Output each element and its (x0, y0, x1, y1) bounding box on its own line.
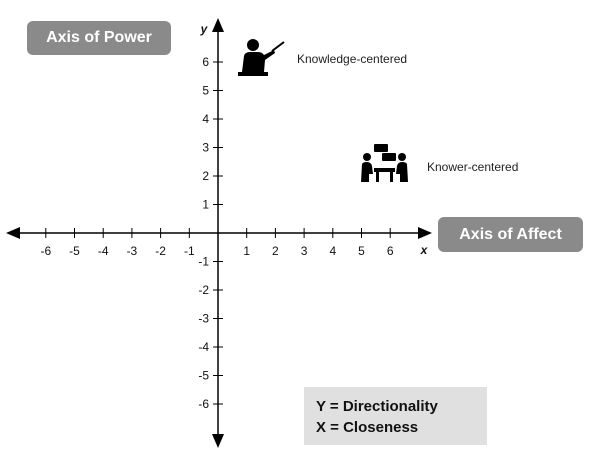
x-tick-label: -6 (40, 244, 51, 258)
y-tick-label: -5 (198, 369, 209, 383)
x-tick-label: -3 (127, 244, 138, 258)
legend-y-line: Y = Directionality (316, 398, 438, 415)
axis-of-affect-badge: Axis of Affect (438, 217, 583, 252)
y-tick-label: 4 (202, 112, 209, 126)
x-axis-left-arrow (6, 227, 20, 239)
y-tick-label: 2 (202, 169, 209, 183)
knowledge-centered-label: Knowledge-centered (297, 52, 408, 66)
legend-x-line: X = Closeness (316, 419, 419, 436)
y-tick-label: 5 (202, 84, 209, 98)
x-tick-label: -1 (184, 244, 195, 258)
y-tick-label: 1 (202, 198, 209, 212)
x-tick-label: -2 (155, 244, 166, 258)
x-tick-label: 3 (301, 244, 308, 258)
x-tick-label: -4 (98, 244, 109, 258)
y-axis-bottom-arrow (212, 434, 224, 448)
knower-centered-label: Knower-centered (427, 160, 519, 174)
x-tick-label: 1 (243, 244, 250, 258)
legend-box: Y = Directionality X = Closeness (304, 387, 487, 445)
axis-of-power-badge: Axis of Power (27, 21, 171, 55)
y-tick-label: -1 (198, 255, 209, 269)
y-tick-label: 6 (202, 55, 209, 69)
y-tick-label: 3 (202, 141, 209, 155)
x-tick-label: 6 (387, 244, 394, 258)
x-tick-label: 2 (272, 244, 279, 258)
y-tick-label: -3 (198, 312, 209, 326)
x-axis-letter: x (420, 243, 429, 257)
group-meeting-icon (361, 144, 408, 182)
teacher-pointer-icon (238, 39, 285, 76)
y-tick-label: -2 (198, 283, 209, 297)
y-tick-label: -4 (198, 340, 209, 354)
y-axis-top-arrow (212, 18, 224, 32)
y-axis-letter: y (200, 22, 209, 36)
x-axis-right-arrow (418, 227, 432, 239)
x-tick-label: 4 (329, 244, 336, 258)
y-tick-label: -6 (198, 397, 209, 411)
x-tick-label: 5 (358, 244, 365, 258)
x-tick-label: -5 (69, 244, 80, 258)
